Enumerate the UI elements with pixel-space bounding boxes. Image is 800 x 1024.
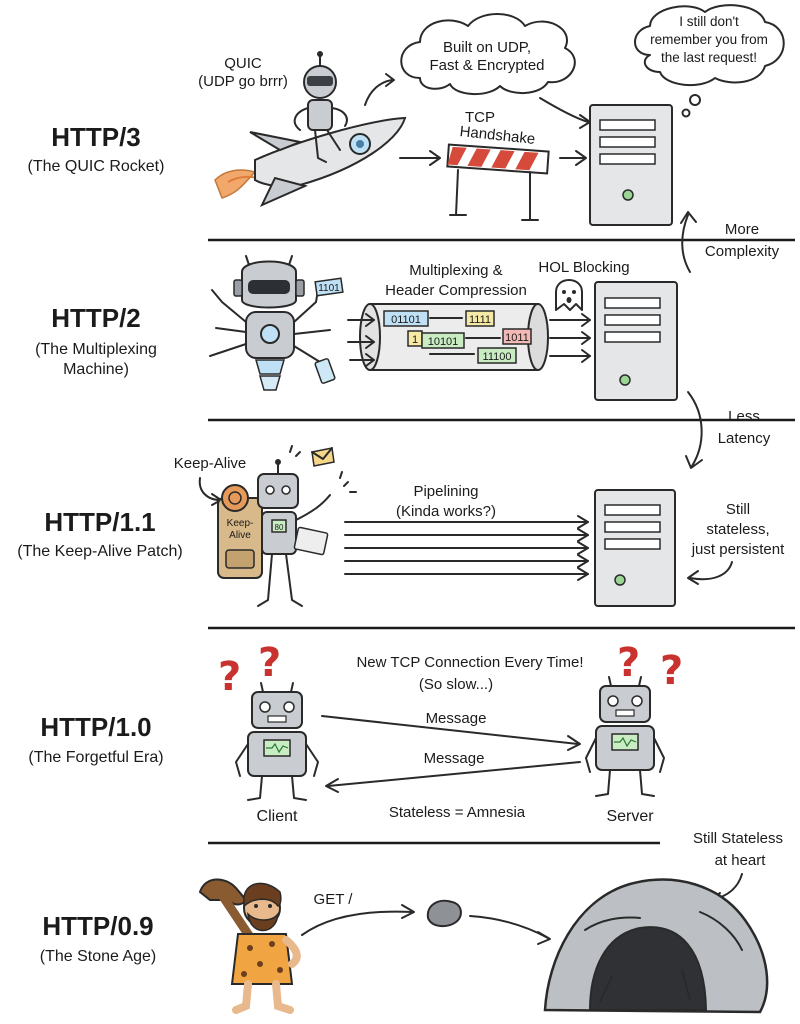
- pipelining-sublabel: (Kinda works?): [396, 503, 496, 520]
- http2-subtitle-line2: Machine): [63, 361, 129, 378]
- caveman: [198, 878, 301, 1014]
- server-thought-line1: I still don't: [679, 14, 739, 29]
- hol-blocking-label: HOL Blocking: [538, 259, 629, 276]
- message-label-response: Message: [424, 750, 485, 767]
- message-arrows: Message Message: [321, 710, 581, 793]
- packet-1: 01101: [391, 314, 421, 326]
- still-stateless-note: Still stateless, just persistent: [687, 501, 785, 585]
- server-thought-line2: remember you from: [650, 32, 768, 47]
- heart-label-line2: at heart: [715, 852, 767, 869]
- message-label-request: Message: [426, 710, 487, 727]
- quic-sublabel: (UDP go brrr): [198, 73, 288, 90]
- packet-2: 1111: [469, 314, 491, 326]
- http11-title: HTTP/1.1: [44, 507, 155, 537]
- cloud-line1: Built on UDP,: [443, 39, 531, 56]
- so-slow-label: (So slow...): [419, 676, 493, 693]
- mux-label-line2: Header Compression: [385, 282, 527, 299]
- http2-subtitle-line1: (The Multiplexing: [35, 341, 157, 358]
- keepalive-robot: Keep- Alive 80: [217, 445, 357, 607]
- http2-section: 1101 Multiplexing & Header Compression H…: [209, 255, 771, 469]
- http3-section: QUIC (UDP go brrr) Built on UDP, Fast & …: [198, 4, 785, 273]
- stateless-amnesia-label: Stateless = Amnesia: [389, 804, 526, 821]
- tcp-handshake-barrier: TCP Handshake: [446, 109, 550, 221]
- multiplexing-robot: 1101: [209, 255, 344, 391]
- handshake-label: Handshake: [459, 123, 536, 148]
- packet-5: 1011: [505, 332, 529, 344]
- complexity-label: Complexity: [705, 243, 780, 260]
- robot-card-label: 1101: [318, 283, 340, 294]
- still-stateless-at-heart-note: Still Stateless at heart: [693, 830, 783, 907]
- packet-4: 10101: [428, 336, 459, 348]
- server-label: Server: [606, 808, 654, 825]
- http11-subtitle: (The Keep-Alive Patch): [17, 543, 182, 560]
- http09-title: HTTP/0.9: [42, 911, 153, 941]
- http11-section: Keep-Alive Keep- Alive 80: [174, 445, 785, 607]
- http09-subtitle: (The Stone Age): [40, 948, 157, 965]
- more-label: More: [725, 221, 759, 238]
- server-robot: Server: [585, 676, 665, 825]
- pipelining-arrows: [344, 515, 589, 581]
- client-question-mark-1: ?: [218, 654, 241, 700]
- packet-3: 1: [412, 334, 418, 346]
- backpack-label-line2: Alive: [229, 530, 251, 541]
- cave-server: [543, 878, 769, 1014]
- less-label: Less: [728, 408, 760, 425]
- http10-title: HTTP/1.0: [40, 712, 151, 742]
- http09-section: Still Stateless at heart GET /: [198, 830, 783, 1014]
- client-label: Client: [257, 808, 298, 825]
- more-complexity-note: More Complexity: [680, 211, 780, 273]
- http2-title: HTTP/2: [51, 303, 141, 333]
- less-latency-note: Less Latency: [685, 391, 771, 469]
- udp-thought-cloud: Built on UDP, Fast & Encrypted: [364, 13, 576, 106]
- keepalive-label: Keep-Alive: [174, 455, 247, 472]
- server-thought-line3: the last request!: [661, 50, 757, 65]
- server-http11: [594, 489, 676, 607]
- era-titles: HTTP/3 (The QUIC Rocket) HTTP/2 (The Mul…: [17, 122, 182, 965]
- server-thought-bubble: I still don't remember you from the last…: [634, 4, 785, 118]
- packet-6: 11100: [483, 351, 512, 363]
- cloud-line2: Fast & Encrypted: [429, 57, 544, 74]
- http3-title: HTTP/3: [51, 122, 141, 152]
- tcp-label: TCP: [465, 109, 495, 126]
- still-label: Still: [726, 501, 750, 518]
- http10-section: New TCP Connection Every Time! (So slow.…: [218, 640, 683, 825]
- client-question-mark-2: ?: [258, 640, 281, 686]
- multiplex-pipe: 01101 1111 1 10101 1011 11100: [347, 303, 591, 371]
- http10-subtitle: (The Forgetful Era): [28, 749, 163, 766]
- section-dividers: [208, 238, 795, 845]
- mux-label-line1: Multiplexing &: [409, 262, 502, 279]
- backpack-label-line1: Keep-: [227, 518, 254, 529]
- heart-label-line1: Still Stateless: [693, 830, 783, 847]
- get-request-label: GET /: [314, 891, 354, 908]
- persistent-label: just persistent: [691, 541, 785, 558]
- server-question-mark-2: ?: [660, 648, 683, 694]
- quic-label: QUIC: [224, 55, 262, 72]
- quic-rocket: [214, 51, 407, 208]
- server-http3: [589, 104, 673, 226]
- http3-subtitle: (The QUIC Rocket): [28, 158, 165, 175]
- hol-ghost-icon: [555, 279, 583, 311]
- client-robot: Client: [235, 682, 319, 825]
- new-tcp-label: New TCP Connection Every Time!: [356, 654, 583, 671]
- latency-label: Latency: [718, 430, 771, 447]
- chest-label: 80: [275, 523, 284, 532]
- pipelining-label: Pipelining: [413, 483, 478, 500]
- rock-icon: [426, 899, 462, 928]
- stateless-label: stateless,: [706, 521, 769, 538]
- server-http2: [594, 281, 678, 401]
- server-question-mark-1: ?: [617, 640, 640, 686]
